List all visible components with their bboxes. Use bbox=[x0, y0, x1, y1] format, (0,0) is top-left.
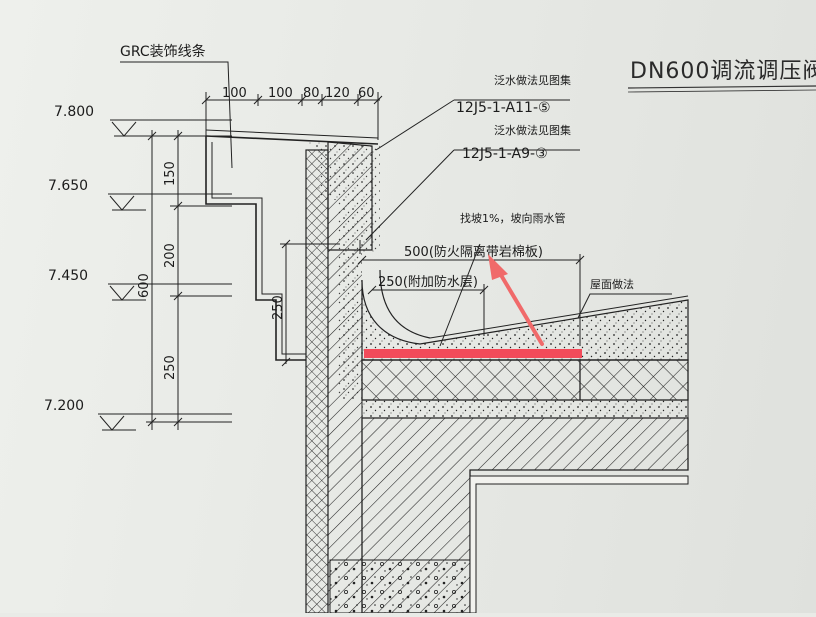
elevation-7800: 7.800 bbox=[54, 104, 94, 120]
flashing-note-2: 泛水做法见图集 bbox=[494, 123, 571, 137]
red-arrow-shaft bbox=[496, 268, 544, 346]
vdim-200: 200 bbox=[163, 243, 178, 268]
roof-method-label: 屋面做法 bbox=[590, 277, 634, 291]
flashing-ref-2: 12J5-1-A9-③ bbox=[462, 146, 548, 162]
flashing-ref-1: 12J5-1-A11-⑤ bbox=[456, 100, 551, 116]
top-dim-2: 100 bbox=[268, 86, 293, 101]
coping-top bbox=[205, 135, 379, 145]
vdim-250-right: 250 bbox=[271, 295, 286, 320]
grc-label: GRC装饰线条 bbox=[120, 43, 206, 60]
top-dim-5: 60 bbox=[358, 86, 375, 101]
rockwool-board bbox=[361, 359, 689, 401]
red-arrow-head bbox=[488, 254, 508, 280]
extra-waterproof-label: 250(附加防水层) bbox=[378, 274, 478, 290]
vdim-600: 600 bbox=[137, 273, 152, 298]
top-dim-1: 100 bbox=[222, 86, 247, 101]
drawing-title: DN600调流调压阀 bbox=[630, 59, 816, 84]
leveling-layer bbox=[361, 399, 689, 419]
gravel-base bbox=[329, 559, 471, 614]
grc-leader bbox=[120, 61, 233, 169]
elevation-marks bbox=[98, 119, 232, 431]
grc-profile bbox=[205, 136, 306, 361]
flashing-note-1: 泛水做法见图集 bbox=[494, 73, 571, 87]
top-dim-4: 120 bbox=[325, 86, 350, 101]
flashing-leader-2 bbox=[365, 149, 455, 241]
slope-note: 找坡1%，坡向雨水管 bbox=[460, 211, 565, 225]
red-highlight-bar bbox=[364, 349, 582, 358]
elevation-7450: 7.450 bbox=[48, 268, 88, 284]
elevation-7650: 7.650 bbox=[48, 178, 88, 194]
slab-underside bbox=[469, 475, 689, 614]
fire-barrier-label: 500(防火隔离带岩棉板) bbox=[404, 244, 543, 260]
roof-method-leader bbox=[577, 293, 672, 319]
grc-profile-inner bbox=[211, 142, 306, 355]
flashing-leader-1 bbox=[375, 99, 455, 151]
top-dim-3: 80 bbox=[303, 86, 320, 101]
vdim-150: 150 bbox=[163, 161, 178, 186]
vdim-250: 250 bbox=[163, 355, 178, 380]
red-annotation bbox=[364, 254, 582, 358]
elevation-7200: 7.200 bbox=[44, 398, 84, 414]
slope-layer bbox=[361, 279, 689, 361]
parapet-insulation bbox=[305, 149, 329, 614]
